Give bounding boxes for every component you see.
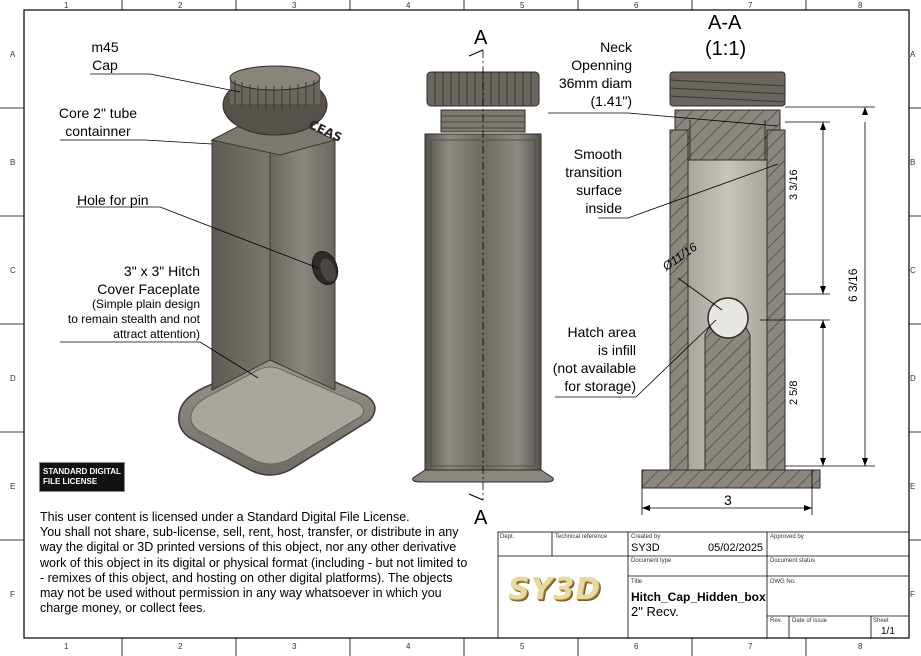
zone-col-3-bottom: 3 — [292, 642, 297, 651]
isometric-view — [178, 65, 376, 476]
tb-created-by: SY3D — [631, 542, 660, 554]
tb-dateofissue-label: Date of issue — [792, 618, 828, 624]
zone-row-f: F — [10, 590, 15, 599]
zone-row-d: D — [10, 374, 16, 383]
zone-row-e: E — [10, 482, 16, 491]
tb-techref-label: Technical reference — [555, 534, 608, 540]
zone-row-a-right: A — [910, 50, 916, 59]
tb-approvedby-label: Approved by — [770, 534, 804, 540]
zone-col-3: 3 — [292, 1, 297, 10]
zone-col-8: 8 — [858, 1, 863, 10]
zone-row-c: C — [10, 266, 16, 275]
zone-row-b: B — [10, 158, 16, 167]
tb-sheet: 1/1 — [881, 626, 895, 637]
zone-col-2-bottom: 2 — [178, 642, 183, 651]
tb-doctype-label: Document type — [631, 558, 672, 564]
label-pin-hole: Hole for pin — [77, 192, 149, 208]
section-scale: (1:1) — [705, 38, 747, 60]
dim-width: 3 — [724, 492, 732, 508]
zone-row-b-right: B — [910, 158, 916, 167]
zone-col-1-bottom: 1 — [64, 642, 69, 651]
license-text: This user content is licensed under a St… — [40, 510, 468, 616]
tb-createdby-label: Created by — [631, 534, 661, 540]
section-marker-top: A — [474, 27, 488, 49]
zone-col-4-bottom: 4 — [406, 642, 411, 651]
company-logo: SY3D — [508, 572, 602, 607]
zone-col-5: 5 — [520, 1, 525, 10]
zone-col-2: 2 — [178, 1, 183, 10]
tb-title: Hitch_Cap_Hidden_box — [631, 590, 766, 604]
tb-title-label: Title — [631, 579, 643, 585]
tb-dept-label: Dept. — [500, 534, 515, 540]
zone-row-c-right: C — [910, 266, 916, 275]
zone-row-d-right: D — [910, 374, 916, 383]
zone-col-8-bottom: 8 — [858, 642, 863, 651]
zone-col-7: 7 — [748, 1, 753, 10]
tb-docstatus-label: Document status — [770, 558, 816, 564]
tb-date: 05/02/2025 — [708, 542, 764, 554]
tb-sheet-label: Sheet — [873, 618, 889, 624]
tb-rev-label: Rev. — [770, 618, 782, 624]
zone-col-6: 6 — [634, 1, 639, 10]
zone-col-6-bottom: 6 — [634, 642, 639, 651]
front-view — [412, 49, 554, 501]
zone-col-5-bottom: 5 — [520, 642, 525, 651]
tb-dwgno-label: DWG No. — [770, 579, 796, 585]
zone-col-7-bottom: 7 — [748, 642, 753, 651]
zone-col-4: 4 — [406, 1, 411, 10]
zone-row-e-right: E — [910, 482, 916, 491]
tb-subtitle: 2" Recv. — [631, 604, 679, 619]
section-view — [641, 71, 821, 489]
zone-row-f-right: F — [910, 590, 915, 599]
section-title: A-A — [708, 12, 742, 34]
section-marker-bottom: A — [474, 507, 488, 529]
zone-row-a: A — [10, 50, 16, 59]
zone-col-1: 1 — [64, 1, 69, 10]
